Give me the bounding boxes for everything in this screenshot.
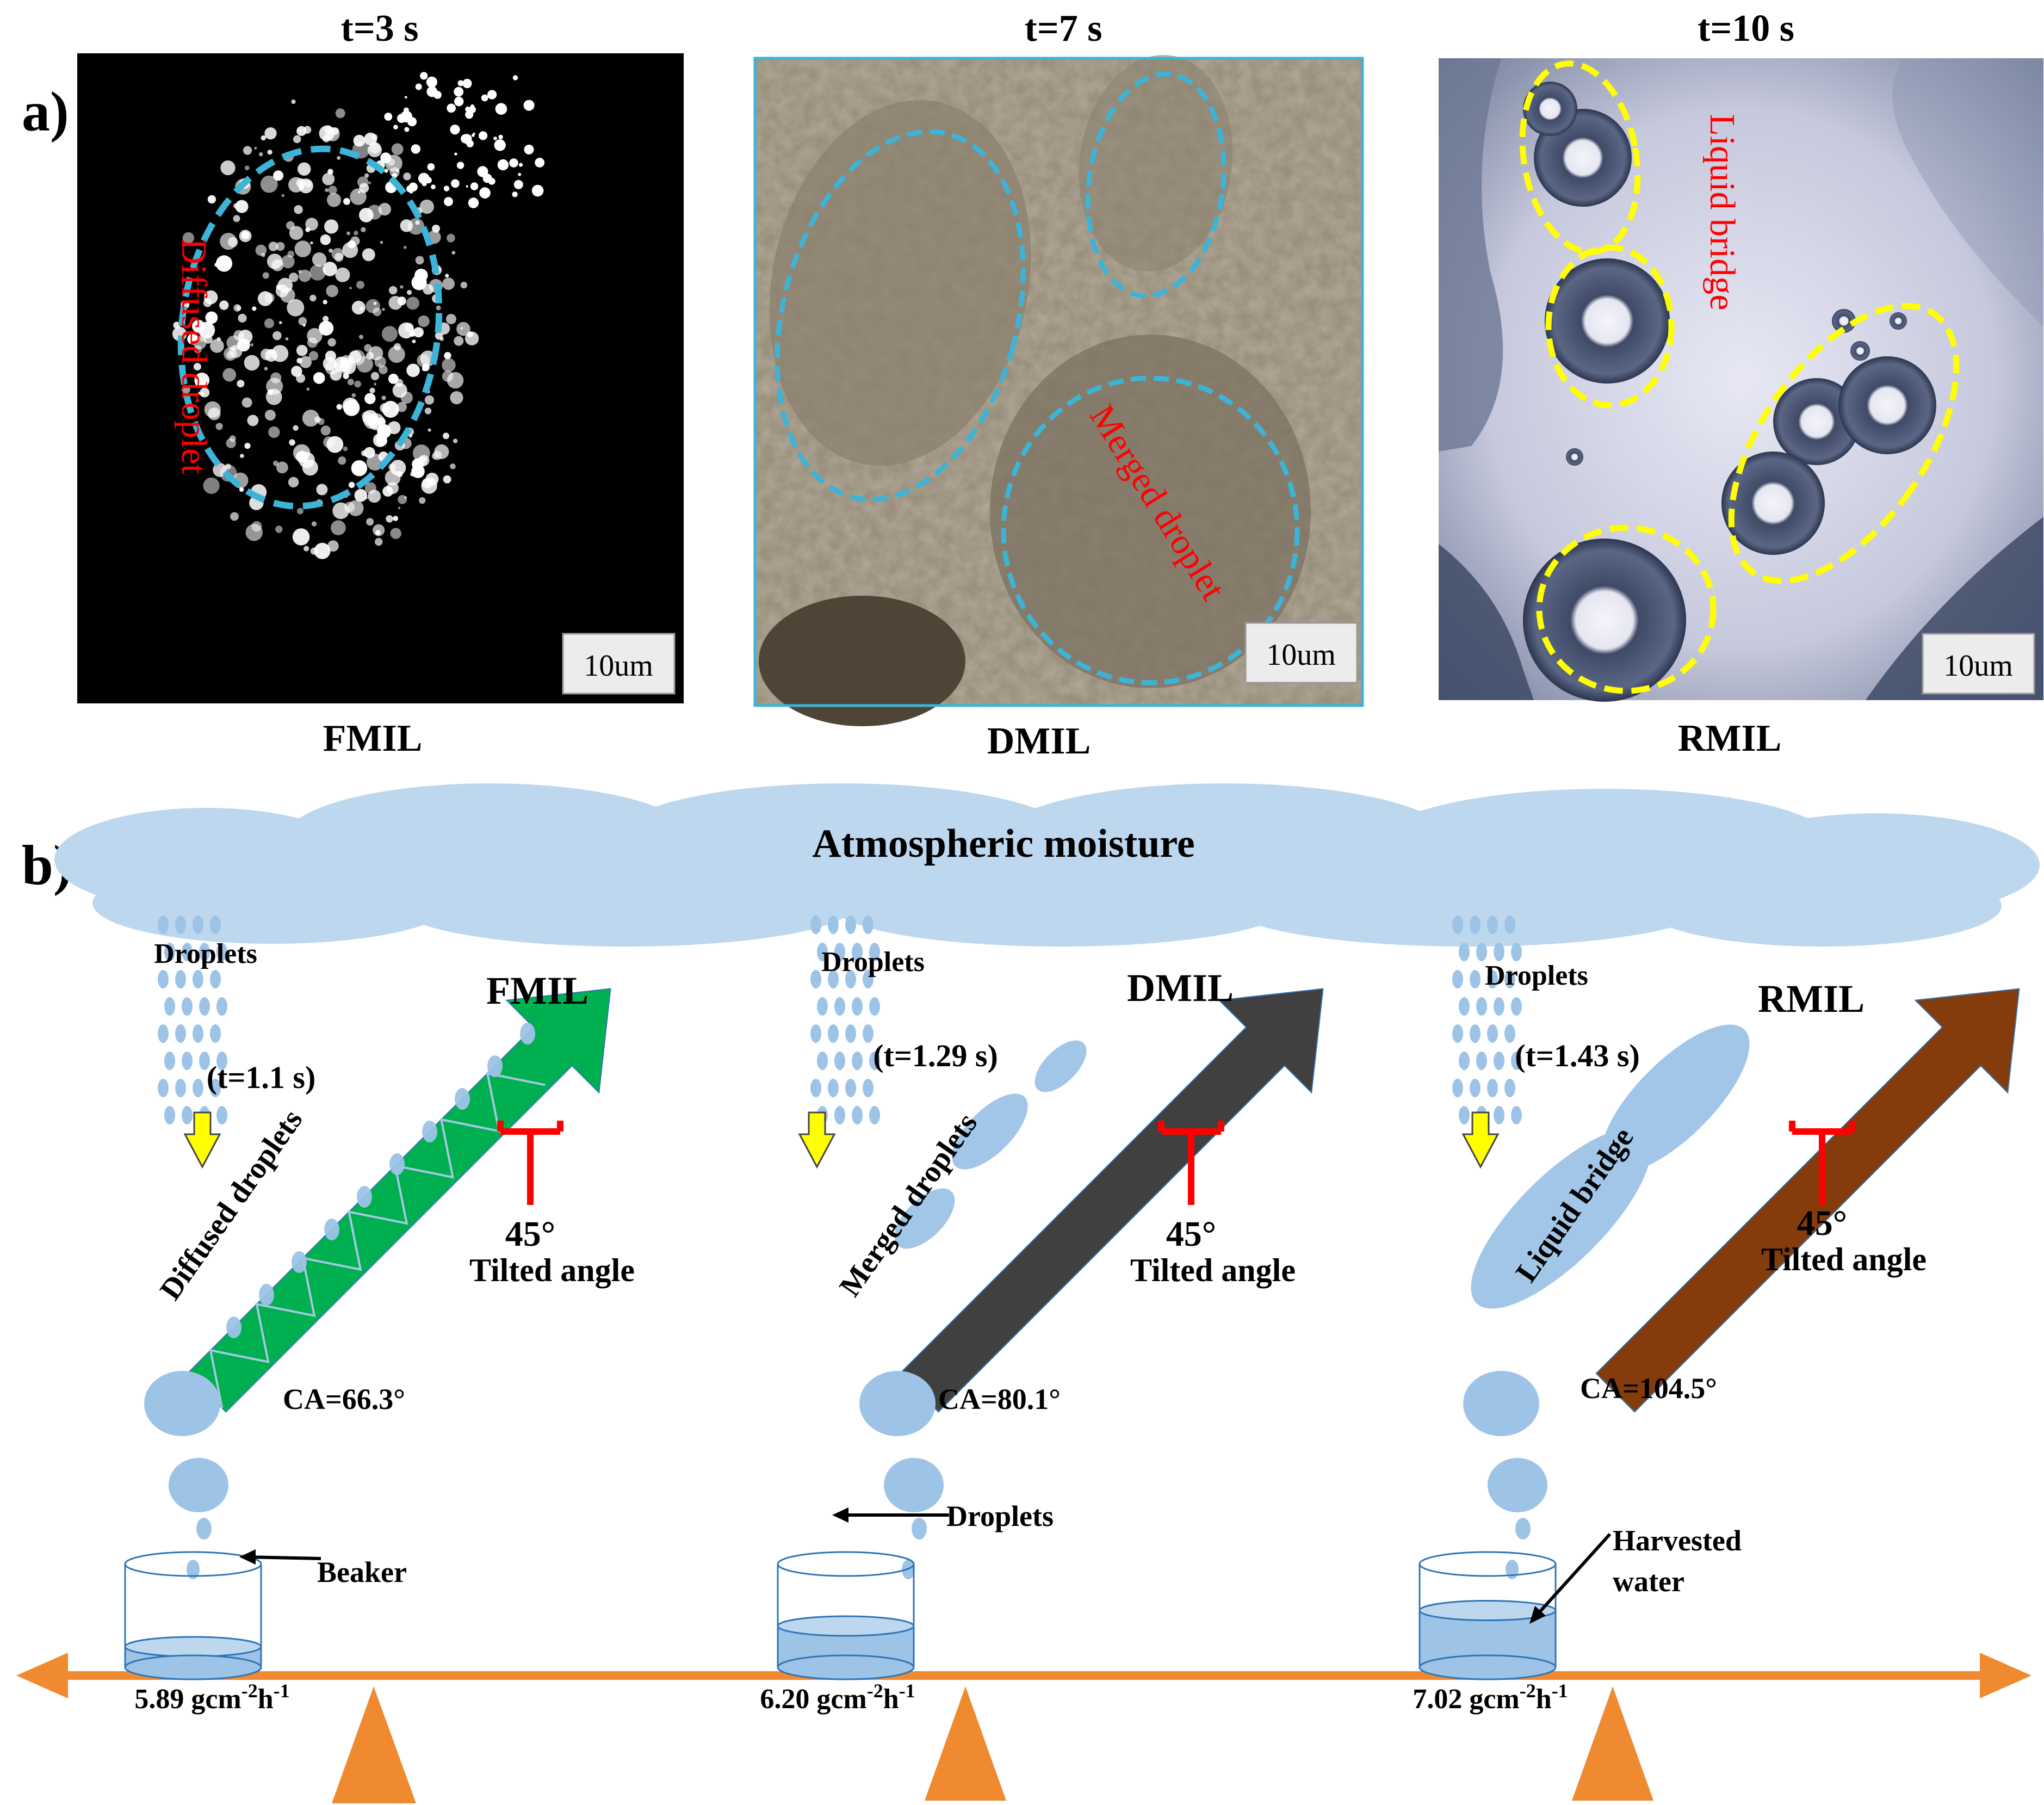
tilted-surface-arrow	[1595, 988, 2020, 1413]
angle-label: Tilted angle	[1761, 1241, 1927, 1277]
diffused-droplet-highlight	[177, 145, 443, 510]
balance-beam	[16, 1653, 2031, 1803]
falling-drops	[144, 1371, 228, 1579]
svg-text:Beaker: Beaker	[317, 1556, 407, 1588]
droplets-label: Droplets	[821, 947, 925, 978]
scale-bar-3: 10um	[1943, 649, 2013, 683]
harvest-rate: 5.89 gcm-2h-1	[134, 1680, 289, 1715]
tilted-surface-arrow	[899, 988, 1324, 1413]
tilted-surface-arrow	[187, 988, 611, 1413]
scale-bar-2: 10um	[1266, 638, 1336, 672]
fulcrum-2	[925, 1686, 1006, 1801]
diffused-droplet-annotation: Diffused droplet	[174, 238, 214, 474]
time-label: (t=1.1 s)	[207, 1060, 316, 1095]
falling-droplets	[810, 916, 880, 1124]
column-rmil: Droplets(t=1.43 s)Liquid bridgeRMIL45°Ti…	[1413, 916, 2020, 1715]
micrograph-1-time: t=3 s	[341, 8, 419, 50]
material-label: DMIL	[1127, 966, 1234, 1010]
svg-text:Harvested: Harvested	[1613, 1524, 1742, 1557]
fulcrum-3	[1572, 1686, 1653, 1801]
time-label: (t=1.43 s)	[1515, 1038, 1640, 1073]
droplets-callout: Droplets	[832, 1500, 1054, 1532]
micrograph-3-time: t=10 s	[1698, 8, 1794, 50]
contact-angle: CA=104.5°	[1580, 1372, 1717, 1405]
surface-droplets	[894, 1040, 1087, 1249]
micrograph-3-material: RMIL	[1678, 718, 1782, 759]
svg-text:Droplets: Droplets	[946, 1500, 1054, 1532]
surface-droplets	[226, 1023, 535, 1338]
material-label: FMIL	[486, 969, 589, 1012]
angle-label: Tilted angle	[1130, 1252, 1296, 1288]
column-fmil: Droplets(t=1.1 s)Diffused dropletsFMIL45…	[124, 916, 635, 1715]
contact-angle: CA=66.3°	[283, 1383, 405, 1415]
column-dmil: Droplets (t=1.29 s) Merged droplets DMIL 45°…	[760, 916, 1324, 1715]
time-label: (t=1.29 s)	[873, 1038, 998, 1073]
down-arrow-icon	[1461, 1111, 1500, 1169]
down-arrow-icon	[183, 1111, 221, 1169]
droplets-label: Droplets	[1485, 960, 1588, 991]
micrograph-2-time: t=7 s	[1025, 8, 1102, 50]
micrograph-rmil: Liquid bridge 10um	[1439, 58, 2043, 702]
surface-droplets	[1471, 1024, 1750, 1309]
panel-a-label: a)	[22, 81, 69, 143]
micrograph-2-material: DMIL	[987, 720, 1091, 762]
droplets-label: Droplets	[154, 938, 257, 969]
surface-label: Merged droplets	[833, 1107, 984, 1303]
down-arrow-icon	[798, 1111, 836, 1169]
harvested-water-callout: Harvested water	[1529, 1524, 1742, 1624]
scale-bar-1: 10um	[584, 649, 653, 683]
cloud-label: Atmospheric moisture	[812, 821, 1195, 866]
angle-label: Tilted angle	[469, 1252, 635, 1288]
beaker-icon	[777, 1551, 915, 1680]
falling-drops	[1463, 1371, 1547, 1579]
angle-marker-icon	[1789, 1121, 1855, 1205]
svg-text:water: water	[1613, 1565, 1684, 1598]
angle-value: 45°	[505, 1214, 555, 1254]
beaker-icon	[124, 1551, 262, 1680]
falling-drops	[859, 1371, 944, 1579]
micrograph-dmil: Merged droplet 10um	[753, 54, 1364, 726]
liquid-bridge-annotation: Liquid bridge	[1702, 114, 1742, 310]
harvest-rate: 6.20 gcm-2h-1	[760, 1680, 915, 1715]
angle-value: 45°	[1166, 1214, 1216, 1254]
angle-marker-icon	[1158, 1121, 1224, 1205]
contact-angle: CA=80.1°	[938, 1383, 1061, 1415]
falling-droplets	[1452, 916, 1522, 1124]
fulcrum-1	[332, 1686, 416, 1803]
moisture-cloud	[54, 783, 2040, 947]
micrograph-fmil: Diffused droplet 10um	[77, 53, 684, 703]
harvest-rate: 7.02 gcm-2h-1	[1413, 1680, 1568, 1715]
angle-marker-icon	[497, 1121, 563, 1205]
falling-droplets	[158, 916, 227, 1124]
micrograph-1-material: FMIL	[323, 718, 423, 759]
beaker-callout: Beaker	[239, 1549, 407, 1588]
angle-value: 45°	[1797, 1203, 1847, 1243]
material-label: RMIL	[1758, 977, 1865, 1021]
